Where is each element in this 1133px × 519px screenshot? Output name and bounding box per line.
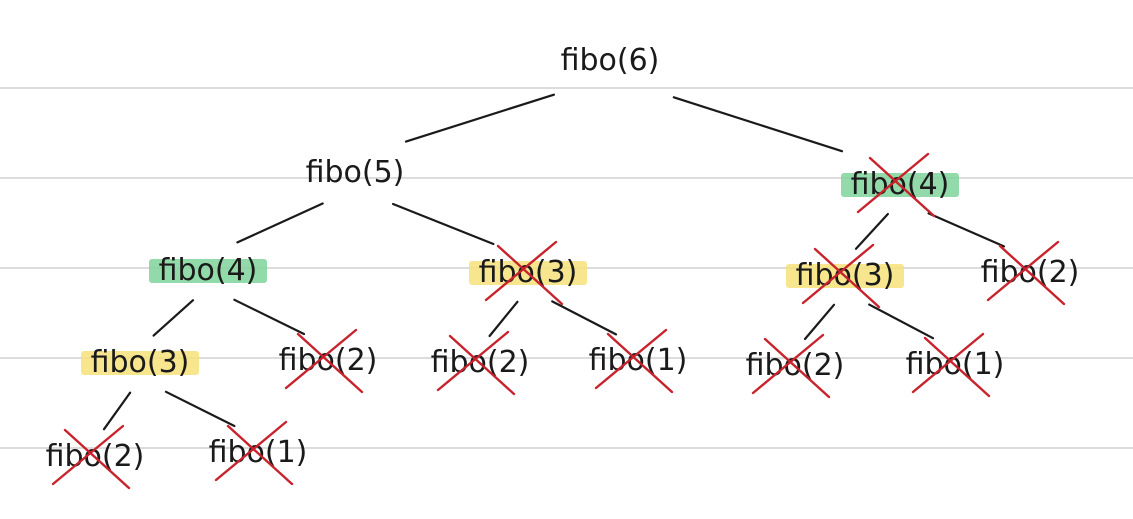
cross-stroke	[606, 332, 674, 394]
edge-line	[404, 93, 556, 143]
edge-line	[236, 202, 324, 244]
node-label: fibo(4)	[159, 253, 258, 288]
cross-out-mark	[594, 328, 674, 394]
edge-line	[803, 303, 836, 341]
cross-out-mark	[911, 332, 991, 398]
cross-stroke	[998, 244, 1066, 306]
cross-stroke	[923, 336, 991, 398]
cross-stroke	[763, 337, 831, 399]
cross-stroke	[448, 334, 516, 396]
cross-stroke	[801, 243, 875, 305]
edge-line	[927, 212, 1006, 248]
cross-out-mark	[801, 243, 881, 309]
cross-stroke	[496, 244, 564, 306]
cross-stroke	[868, 156, 936, 218]
cross-stroke	[856, 152, 930, 214]
cross-out-mark	[214, 420, 294, 486]
cross-stroke	[63, 428, 131, 490]
tree-node: fibo(3)	[469, 240, 587, 306]
tree-node: fibo(2)	[279, 328, 377, 394]
cross-stroke	[51, 424, 125, 486]
cross-stroke	[296, 332, 364, 394]
green-highlight	[149, 259, 267, 283]
cross-stroke	[214, 420, 288, 482]
tree-node: fibo(1)	[906, 332, 1004, 398]
cross-stroke	[986, 240, 1060, 302]
edges	[102, 93, 1006, 431]
tree-node: fibo(2)	[431, 330, 529, 396]
yellow-highlight	[81, 351, 199, 375]
node-label: fibo(6)	[561, 43, 660, 78]
tree-node: fibo(1)	[589, 328, 687, 394]
tree-node: fibo(4)	[841, 152, 959, 218]
node-label: fibo(5)	[306, 155, 405, 190]
edge-line	[102, 391, 132, 431]
edge-line	[233, 298, 306, 336]
edge-line	[152, 299, 195, 337]
cross-out-mark	[986, 240, 1066, 306]
cross-stroke	[751, 333, 825, 395]
tree-node: fibo(3)	[786, 243, 904, 309]
edge-line	[868, 303, 935, 340]
tree-node: fibo(4)	[149, 253, 267, 288]
edge-line	[391, 202, 495, 246]
tree-node: fibo(2)	[46, 424, 144, 490]
node-label: fibo(3)	[91, 345, 190, 380]
cross-stroke	[911, 332, 985, 394]
tree-node: fibo(5)	[306, 155, 405, 190]
tree-node: fibo(2)	[981, 240, 1079, 306]
edge-line	[854, 212, 890, 250]
cross-out-mark	[51, 424, 131, 490]
edge-line	[672, 96, 844, 153]
cross-out-mark	[751, 333, 831, 399]
cross-stroke	[284, 328, 358, 390]
tree-node: fibo(6)	[561, 43, 660, 78]
tree-node: fibo(2)	[746, 333, 844, 399]
tree-node: fibo(1)	[209, 420, 307, 486]
cross-out-mark	[436, 330, 516, 396]
cross-stroke	[484, 240, 558, 302]
edge-line	[488, 300, 519, 338]
edge-line	[164, 390, 236, 428]
cross-stroke	[594, 328, 668, 390]
tree-node: fibo(3)	[81, 345, 199, 380]
edge-line	[551, 300, 618, 336]
cross-out-mark	[284, 328, 364, 394]
cross-stroke	[813, 247, 881, 309]
cross-out-mark	[484, 240, 564, 306]
cross-stroke	[226, 424, 294, 486]
cross-out-mark	[856, 152, 936, 218]
cross-stroke	[436, 330, 510, 392]
